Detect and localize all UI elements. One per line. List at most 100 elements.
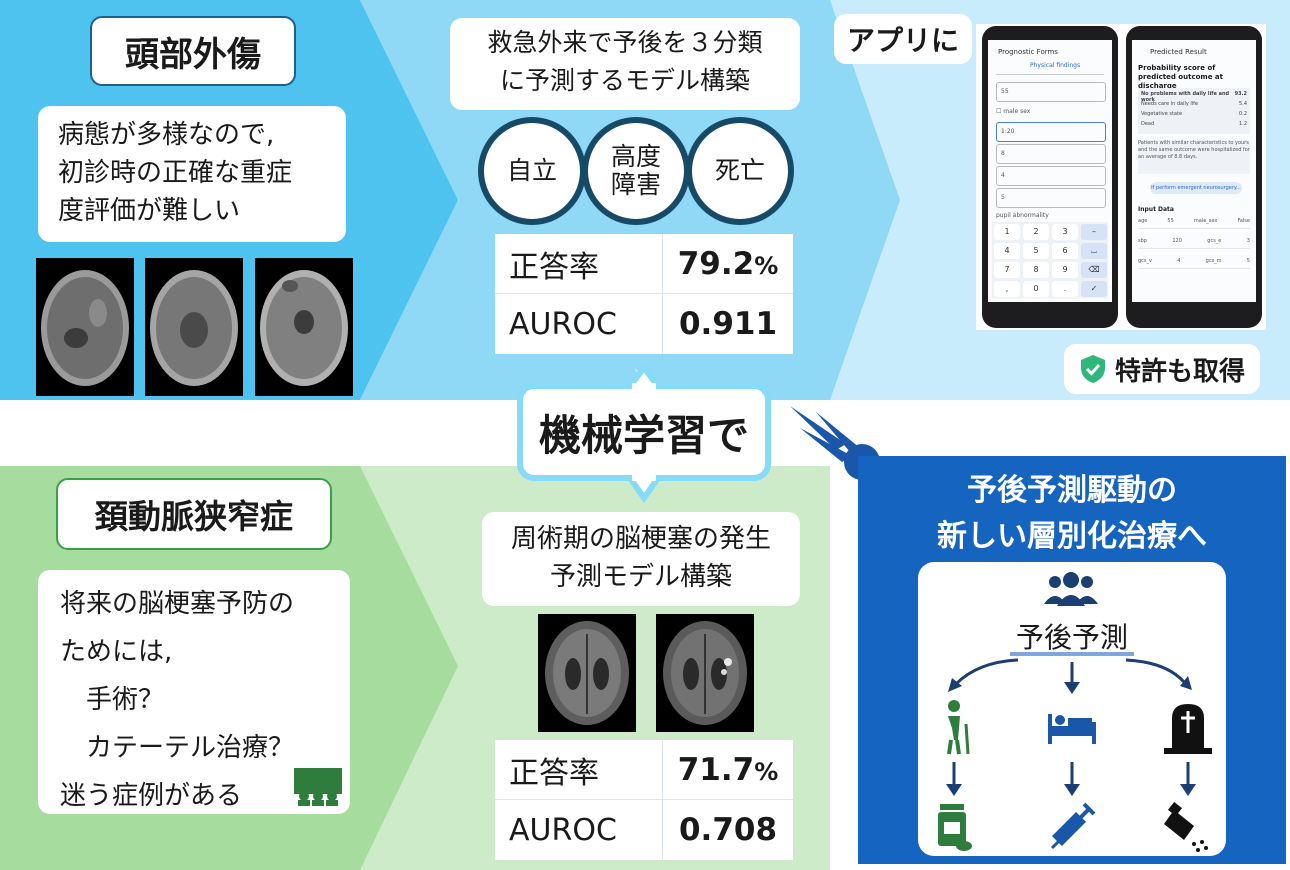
phone2-header: Predicted Result <box>1150 48 1207 56</box>
keypad-key[interactable]: 3 <box>1052 224 1078 240</box>
carotid-problem-card: 将来の脳梗塞予防の ためには, 手術？ カテーテル治療？ 迷う症例がある <box>38 570 350 814</box>
problem-line: 初診時の正確な重症 <box>58 158 293 188</box>
ct-image-2 <box>145 258 243 396</box>
keypad-key[interactable]: – <box>1081 224 1107 240</box>
metric-row-accuracy: 正答率 79.2% <box>495 234 793 294</box>
phone1-header: Prognostic Forms <box>998 48 1058 56</box>
head-trauma-problem-card: 病態が多様なので, 初診時の正確な重症 度評価が難しい <box>38 106 346 242</box>
phone1-checkbox[interactable]: ☐ male sex <box>996 108 1031 115</box>
metric-row-auroc: AUROC 0.911 <box>495 294 793 354</box>
auroc-value: 0.708 <box>678 812 778 848</box>
center-label: 機械学習で <box>538 411 749 460</box>
phone1-field-3[interactable]: 8 <box>996 144 1106 164</box>
phone1-field-2[interactable]: 1:20 <box>996 122 1106 142</box>
ct-image-3 <box>255 258 353 396</box>
phone2-title: Probability score of predicted outcome a… <box>1138 64 1223 90</box>
phone1-field-5[interactable]: 5 <box>996 188 1106 208</box>
meeting-group-icon <box>294 768 342 806</box>
head-trauma-model-card: 救急外来で予後を３分類 に予測するモデル構築 <box>450 18 800 110</box>
phone2-input-title: Input Data <box>1138 206 1174 213</box>
keypad-key[interactable]: 5 <box>1023 243 1049 259</box>
stratified-title: 予後予測駆動の 新しい層別化治療へ <box>937 473 1207 554</box>
auroc-label: AUROC <box>495 800 663 860</box>
keypad-key[interactable]: 0 <box>1023 281 1049 297</box>
mri-image-2 <box>656 614 754 732</box>
phone1-field-4[interactable]: 4 <box>996 166 1106 186</box>
keypad-key[interactable]: 1 <box>994 224 1020 240</box>
keypad-key[interactable]: 9 <box>1052 262 1078 278</box>
keypad-key[interactable]: 4 <box>994 243 1020 259</box>
prediction-branches <box>938 652 1212 852</box>
elderly-person-icon <box>947 700 970 755</box>
phone1-tab[interactable]: Physical findings <box>1030 62 1081 69</box>
stratified-treatment-panel: 予後予測駆動の 新しい層別化治療へ 予後予測 <box>858 456 1286 864</box>
head-trauma-title: 頭部外傷 <box>90 16 296 86</box>
head-trauma-metrics-table: 正答率 79.2% AUROC 0.911 <box>495 234 793 354</box>
syringe-icon <box>1050 802 1096 850</box>
people-group-icon <box>1044 572 1098 606</box>
keypad-key[interactable]: ⌫ <box>1081 262 1107 278</box>
keypad-key[interactable]: 6 <box>1052 243 1078 259</box>
model-line: 救急外来で予後を３分類 <box>487 28 763 57</box>
accuracy-label: 正答率 <box>495 234 663 293</box>
model-line: 周術期の脳梗塞の発生 <box>510 524 771 554</box>
metric-row-accuracy: 正答率 71.7% <box>495 740 793 800</box>
keypad-key[interactable]: 8 <box>1023 262 1049 278</box>
problem-line: 度評価が難しい <box>58 196 241 226</box>
accuracy-value: 79.2% <box>677 245 779 282</box>
gravestone-icon <box>1164 704 1212 754</box>
accuracy-value: 71.7% <box>677 751 779 788</box>
mri-image-1 <box>538 614 636 732</box>
keypad-key[interactable]: ⌴ <box>1081 243 1107 259</box>
prognosis-label: 予後予測 <box>1015 621 1128 654</box>
phone2-note: Patients with similar characteristics to… <box>1138 140 1250 174</box>
salt-shaker-icon <box>1164 801 1208 852</box>
model-line: に予測するモデル構築 <box>499 66 750 95</box>
problem-line: 迷う症例がある <box>60 781 243 811</box>
shield-check-icon <box>1080 355 1105 383</box>
phone-prognostic-forms: Prognostic Forms Physical findings 55 ☐ … <box>982 26 1118 328</box>
outcome-death: 死亡 <box>686 117 794 225</box>
problem-line: ためには, <box>60 637 173 667</box>
ct-image-1 <box>36 258 134 396</box>
keypad-key[interactable]: . <box>1052 281 1078 297</box>
app-label: アプリに <box>834 14 972 64</box>
problem-line: 病態が多様なので, <box>58 120 275 150</box>
problem-line: 将来の脳梗塞予防の <box>60 589 295 619</box>
phone-predicted-result: Predicted Result Probability score of pr… <box>1126 26 1262 328</box>
auroc-label: AUROC <box>495 294 663 354</box>
keypad-key[interactable]: 2 <box>1023 224 1049 240</box>
center-callout-shape <box>517 364 771 504</box>
medicine-bottle-icon <box>938 804 972 851</box>
auroc-value: 0.911 <box>678 306 778 342</box>
metric-row-auroc: AUROC 0.708 <box>495 800 793 860</box>
phone1-footer: pupil abnormality <box>996 212 1049 219</box>
phone2-surgery-button[interactable]: If perform emergent neurosurgery... <box>1150 182 1242 194</box>
outcome-severe-disability: 高度障害 <box>582 117 690 225</box>
model-line: 予測モデル構築 <box>549 562 732 592</box>
patent-badge: 特許も取得 <box>1064 344 1260 394</box>
keypad-key[interactable]: 7 <box>994 262 1020 278</box>
stratified-diagram: 予後予測 <box>918 562 1226 856</box>
carotid-model-card: 周術期の脳梗塞の発生 予測モデル構築 <box>482 512 800 606</box>
outcome-independent: 自立 <box>478 117 586 225</box>
carotid-metrics-table: 正答率 71.7% AUROC 0.708 <box>495 740 793 860</box>
problem-line: カテーテル治療？ <box>86 733 295 763</box>
problem-line: 手術？ <box>86 685 165 715</box>
keypad-key[interactable]: ✓ <box>1081 281 1107 297</box>
keypad-key[interactable]: , <box>994 281 1020 297</box>
phone1-field-age[interactable]: 55 <box>996 82 1106 102</box>
carotid-title: 頚動脈狭窄症 <box>56 478 332 550</box>
accuracy-label: 正答率 <box>495 740 663 799</box>
hospital-bed-icon <box>1048 714 1096 744</box>
